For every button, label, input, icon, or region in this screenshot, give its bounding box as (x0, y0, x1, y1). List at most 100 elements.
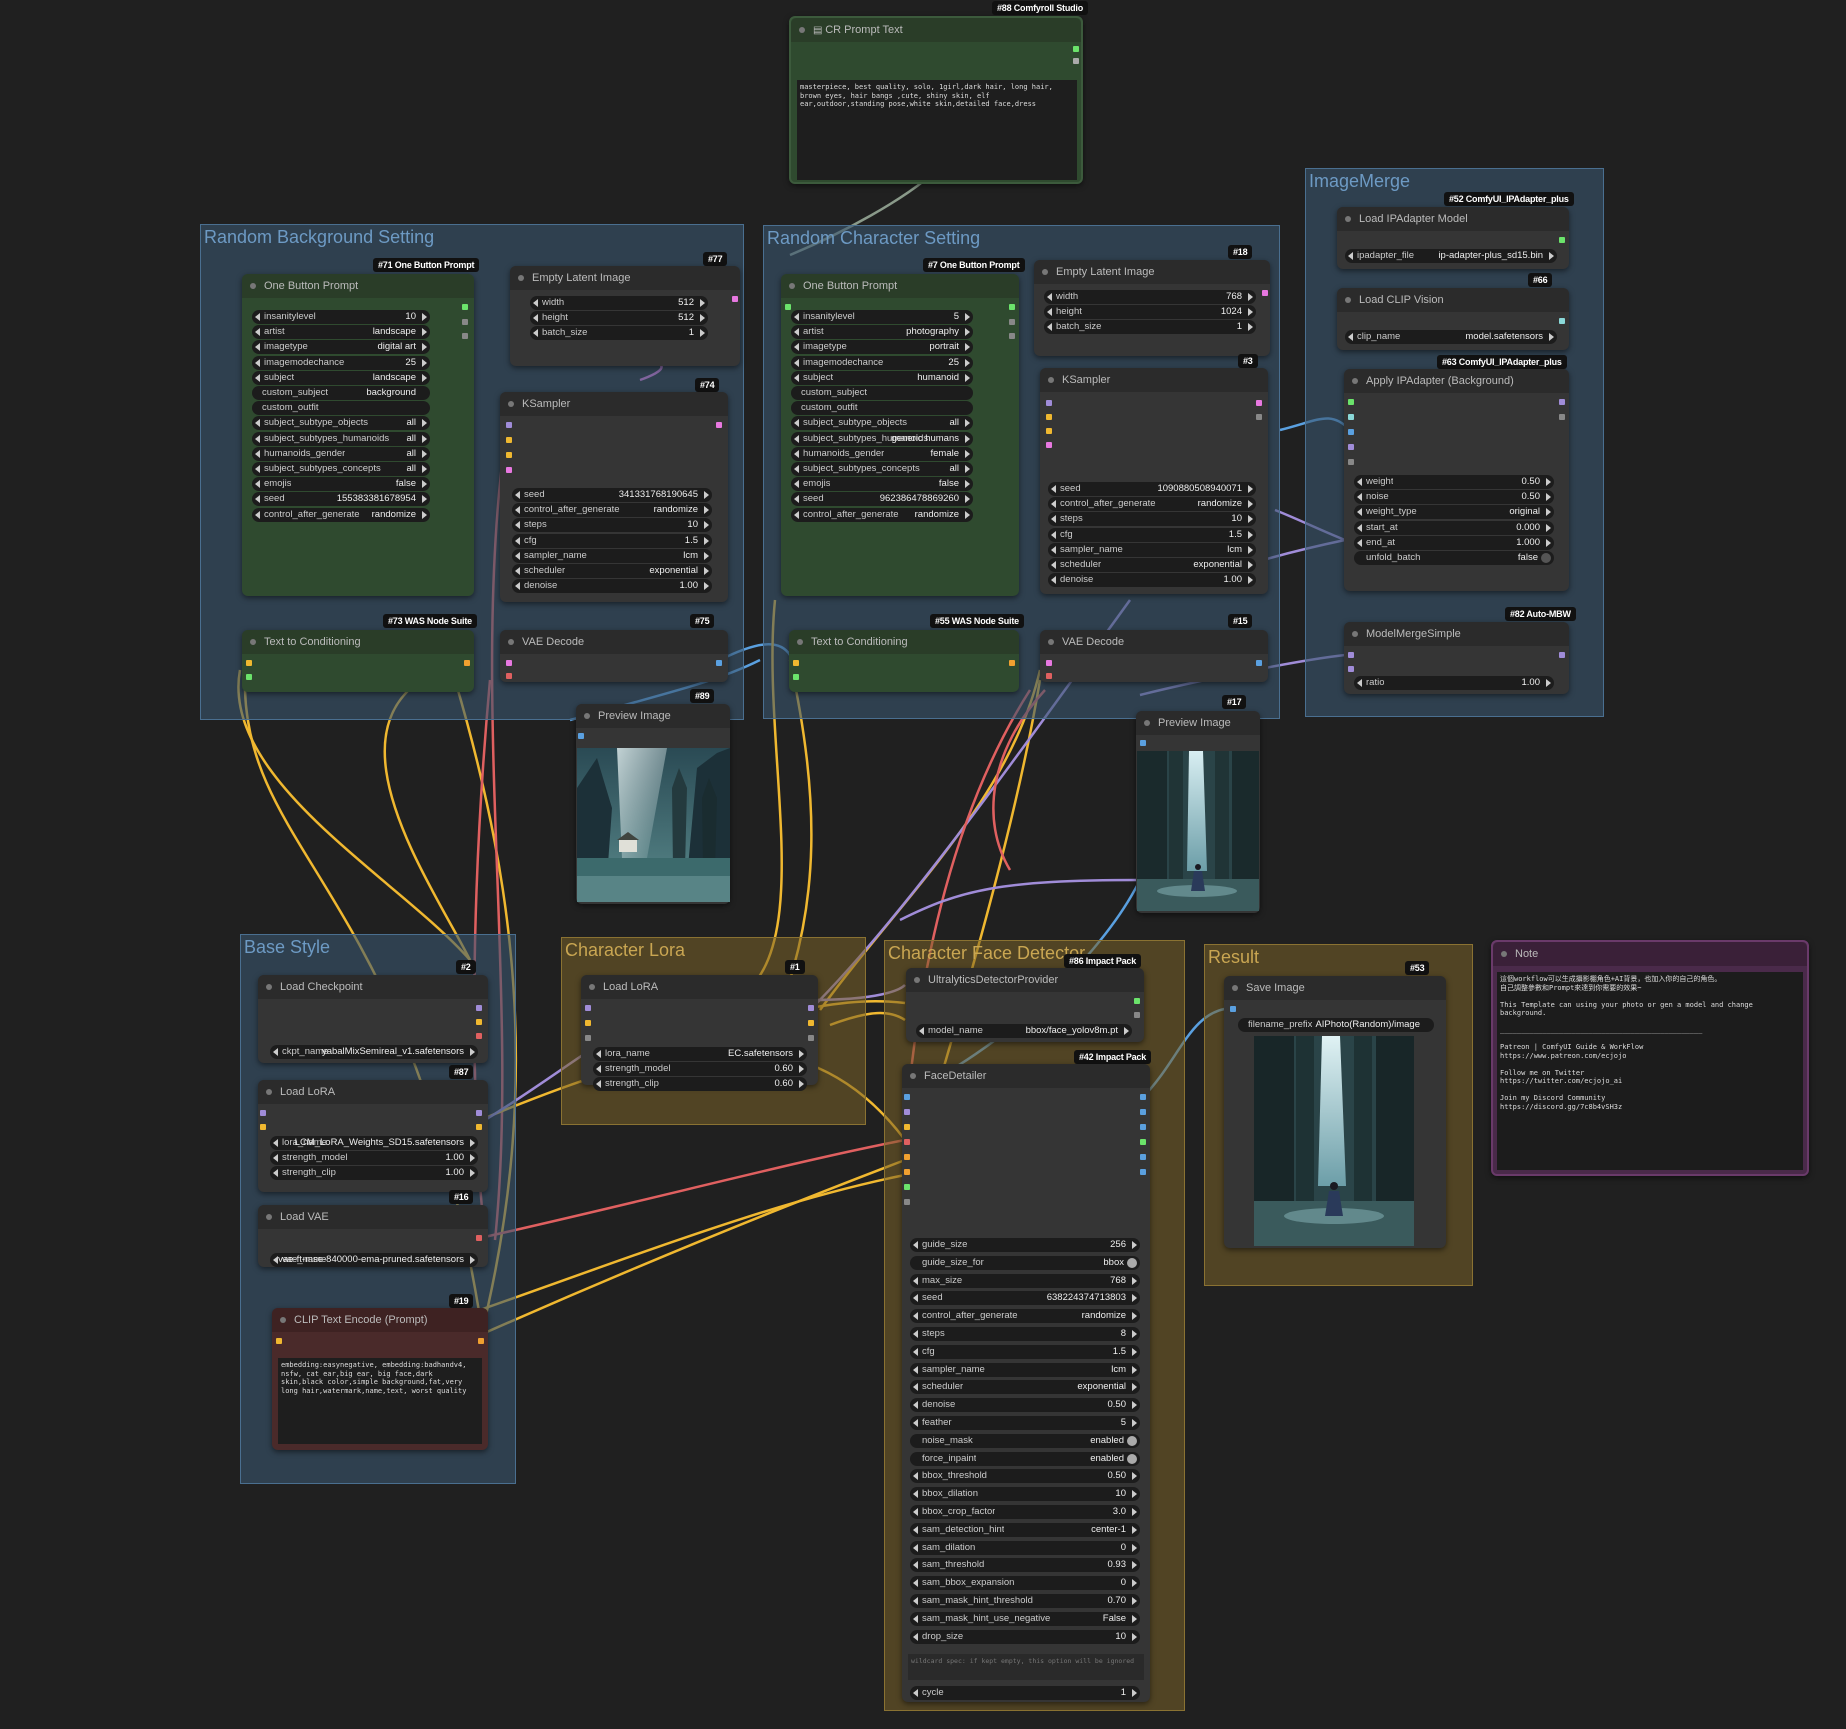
increment-arrow-icon[interactable] (422, 510, 427, 519)
node-header[interactable]: Load LoRA (258, 1080, 488, 1104)
node-header[interactable]: Text to Conditioning (789, 630, 1019, 654)
decrement-arrow-icon[interactable] (255, 373, 260, 382)
input-slot[interactable] (246, 660, 252, 666)
output-slot[interactable] (464, 660, 470, 666)
widget-custom-outfit[interactable]: custom_outfit (791, 401, 973, 416)
decrement-arrow-icon[interactable] (794, 495, 799, 504)
node-header[interactable]: VAE Decode (1040, 630, 1268, 654)
increment-arrow-icon[interactable] (1248, 530, 1253, 539)
output-slot[interactable] (1140, 1094, 1146, 1100)
node-header[interactable]: Note (1493, 942, 1807, 966)
decrement-arrow-icon[interactable] (794, 373, 799, 382)
node-header[interactable]: CLIP Text Encode (Prompt) (272, 1308, 488, 1332)
decrement-arrow-icon[interactable] (1051, 576, 1056, 585)
node-header[interactable]: ▤ CR Prompt Text (791, 18, 1081, 42)
increment-arrow-icon[interactable] (965, 328, 970, 337)
decrement-arrow-icon[interactable] (1357, 538, 1362, 547)
input-slot[interactable] (260, 1110, 266, 1116)
decrement-arrow-icon[interactable] (1047, 308, 1052, 317)
increment-arrow-icon[interactable] (1132, 1312, 1137, 1321)
increment-arrow-icon[interactable] (965, 434, 970, 443)
output-slot[interactable] (478, 1338, 484, 1344)
node-text-to-conditioning-ch[interactable]: Text to Conditioning (789, 630, 1019, 692)
node-header[interactable]: Apply IPAdapter (Background) (1344, 369, 1569, 393)
increment-arrow-icon[interactable] (1546, 538, 1551, 547)
output-slot[interactable] (808, 1020, 814, 1026)
input-slot[interactable] (1140, 740, 1146, 746)
increment-arrow-icon[interactable] (470, 1048, 475, 1056)
increment-arrow-icon[interactable] (422, 373, 427, 382)
decrement-arrow-icon[interactable] (533, 314, 538, 323)
input-slot[interactable] (1348, 459, 1354, 465)
decrement-arrow-icon[interactable] (1051, 485, 1056, 493)
collapse-dot-icon[interactable] (266, 1214, 272, 1220)
decrement-arrow-icon[interactable] (913, 1508, 918, 1516)
decrement-arrow-icon[interactable] (913, 1525, 918, 1534)
collapse-dot-icon[interactable] (508, 639, 514, 645)
increment-arrow-icon[interactable] (422, 434, 427, 443)
input-slot[interactable] (904, 1139, 910, 1145)
increment-arrow-icon[interactable] (1248, 323, 1253, 332)
collapse-dot-icon[interactable] (250, 283, 256, 289)
node-header[interactable]: Preview Image (576, 704, 730, 728)
output-slot[interactable] (1009, 319, 1015, 325)
decrement-arrow-icon[interactable] (1357, 478, 1362, 486)
output-slot[interactable] (1073, 46, 1079, 52)
collapse-dot-icon[interactable] (589, 984, 595, 990)
increment-arrow-icon[interactable] (1546, 679, 1551, 687)
node-header[interactable]: Text to Conditioning (242, 630, 474, 654)
collapse-dot-icon[interactable] (1345, 297, 1351, 303)
decrement-arrow-icon[interactable] (255, 328, 260, 337)
preview-image[interactable] (1137, 751, 1259, 911)
decrement-arrow-icon[interactable] (273, 1154, 278, 1162)
increment-arrow-icon[interactable] (1546, 508, 1551, 517)
input-slot[interactable] (1348, 399, 1354, 405)
node-header[interactable]: Preview Image (1136, 711, 1260, 735)
output-slot[interactable] (1559, 237, 1565, 243)
decrement-arrow-icon[interactable] (913, 1579, 918, 1588)
node-header[interactable]: Load CLIP Vision (1337, 288, 1569, 312)
decrement-arrow-icon[interactable] (913, 1419, 918, 1427)
decrement-arrow-icon[interactable] (596, 1065, 601, 1073)
increment-arrow-icon[interactable] (1248, 576, 1253, 585)
decrement-arrow-icon[interactable] (273, 1169, 278, 1177)
decrement-arrow-icon[interactable] (794, 313, 799, 321)
decrement-arrow-icon[interactable] (1047, 293, 1052, 301)
collapse-dot-icon[interactable] (799, 27, 805, 33)
decrement-arrow-icon[interactable] (1357, 679, 1362, 687)
output-slot[interactable] (716, 422, 722, 428)
increment-arrow-icon[interactable] (1132, 1508, 1137, 1516)
decrement-arrow-icon[interactable] (1357, 508, 1362, 517)
decrement-arrow-icon[interactable] (515, 567, 520, 575)
decrement-arrow-icon[interactable] (913, 1614, 918, 1623)
increment-arrow-icon[interactable] (965, 465, 970, 473)
node-header[interactable]: Load Checkpoint (258, 975, 488, 999)
decrement-arrow-icon[interactable] (913, 1490, 918, 1499)
increment-arrow-icon[interactable] (1248, 515, 1253, 524)
node-preview-image-bg[interactable]: Preview Image (576, 704, 730, 904)
